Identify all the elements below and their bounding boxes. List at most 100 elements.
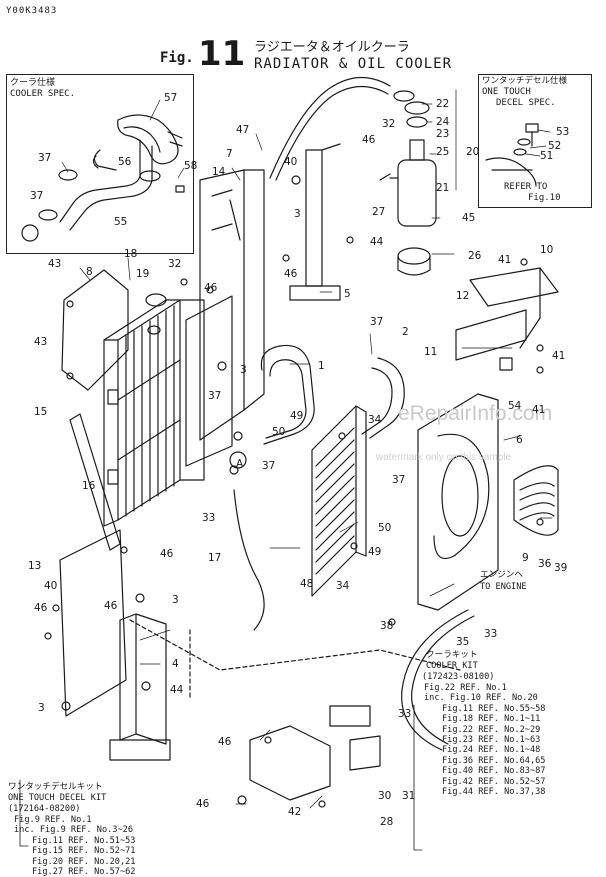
decel-kit-line: Fig.15 REF. No.52~71 — [32, 846, 136, 857]
cooler-kit-line: Fig.36 REF. No.64,65 — [442, 755, 546, 766]
part-callout: 33 — [202, 512, 216, 524]
oil-cooler — [311, 405, 367, 597]
part-callout: 27 — [372, 206, 386, 218]
radiator-stay — [109, 613, 171, 761]
part-callout: 35 — [456, 636, 470, 648]
part-callout: 33 — [398, 708, 412, 720]
part-callout: 53 — [556, 126, 570, 138]
part-callout: 19 — [136, 268, 150, 280]
part-callout: 18 — [124, 248, 138, 260]
part-callout: 49 — [368, 546, 382, 558]
cooler-kit-line: Fig.18 REF. No.1~11 — [442, 714, 541, 725]
part-callout: 42 — [288, 806, 302, 818]
part-callout: 3 — [172, 594, 179, 606]
part-callout: 13 — [28, 560, 42, 572]
part-callout: 37 — [262, 460, 276, 472]
part-callout: 15 — [34, 406, 48, 418]
decel-kit-line: Fig.27 REF. No.57~62 — [32, 867, 136, 877]
part-callout: 43 — [34, 336, 48, 348]
part-callout: 46 — [204, 282, 218, 294]
part-callout: 28 — [380, 816, 394, 828]
part-callout: 57 — [164, 92, 178, 104]
decel-spec-title-en: ONE TOUCH — [482, 87, 531, 97]
part-callout: 32 — [168, 258, 182, 270]
cooler-kit-line: Fig.22 REF. No.1 — [424, 683, 507, 693]
lower-hose — [369, 357, 405, 439]
decel-kit-en: ONE TOUCH DECEL KIT — [8, 793, 107, 803]
decel-spec-box — [478, 74, 592, 208]
part-callout: 6 — [516, 434, 523, 446]
part-callout: 25 — [436, 146, 450, 158]
part-callout: 50 — [272, 426, 286, 438]
engine-note-en: TO ENGINE — [480, 582, 527, 592]
part-callout: 37 — [30, 190, 44, 202]
part-callout: 58 — [184, 160, 198, 172]
fan-guard — [513, 465, 559, 536]
part-callout: 46 — [160, 548, 174, 560]
decel-spec-title-ja: ワンタッチデセル仕様 — [482, 76, 568, 86]
part-callout: 33 — [484, 628, 498, 640]
decel-kit-line: Fig.9 REF. No.1 — [14, 815, 92, 825]
part-callout: 44 — [170, 684, 184, 696]
part-callout: 39 — [554, 562, 568, 574]
title-english: RADIATOR & OIL COOLER — [254, 56, 453, 72]
bottom-bracket — [249, 705, 381, 801]
cooler-spec-title-ja: クーラ仕様 — [10, 78, 56, 88]
radiator-core — [103, 293, 205, 527]
decel-kit-code: (172164-08200) — [8, 804, 81, 814]
cooler-kit-code: (172423-08100) — [422, 672, 495, 682]
decel-spec-parts — [485, 123, 539, 187]
part-callout: 37 — [392, 474, 406, 486]
leader-lines — [61, 89, 553, 809]
decel-spec-title-en2: DECEL SPEC. — [496, 98, 556, 108]
decel-kit-line: Fig.11 REF. No.51~53 — [32, 835, 136, 846]
part-callout: 8 — [86, 266, 93, 278]
part-callout: 40 — [284, 156, 298, 168]
part-callout: 32 — [382, 118, 396, 130]
figure-number: 11 — [198, 34, 246, 74]
part-callout: 47 — [236, 124, 250, 136]
overflow-hose — [269, 76, 391, 179]
part-callout: 54 — [508, 400, 522, 412]
tank-bracket — [289, 143, 341, 301]
cooler-kit-line: Fig.42 REF. No.52~57 — [442, 776, 546, 787]
cooler-kit-en: COOLER KIT — [426, 661, 478, 671]
chassis-outline — [129, 619, 461, 701]
cooler-kit-line: Fig.22 REF. No.2~29 — [442, 724, 541, 735]
part-callout: 24 — [436, 116, 450, 128]
part-callout: 37 — [370, 316, 384, 328]
part-callout: 3 — [38, 702, 45, 714]
part-callout: 34 — [336, 580, 350, 592]
cooler-kit-line: Fig.23 REF. No.1~63 — [442, 735, 541, 746]
part-callout: 46 — [284, 268, 298, 280]
part-callout: 14 — [212, 166, 226, 178]
part-callout: 43 — [48, 258, 62, 270]
drain-hose — [233, 489, 265, 631]
decel-kit-line: inc. Fig.9 REF. No.3~26 — [14, 825, 133, 836]
engine-note-ja: エンジンへ — [480, 570, 523, 580]
part-callout: 17 — [208, 552, 222, 564]
fasteners — [44, 175, 544, 808]
part-callout: 44 — [370, 236, 384, 248]
cooler-kit-line: Fig.44 REF. No.37,38 — [442, 787, 546, 798]
cooler-kit-line: Fig.11 REF. No.55~58 — [442, 703, 546, 714]
cooler-kit-line: inc. Fig.10 REF. No.20 — [424, 693, 538, 704]
part-callout: 46 — [34, 602, 48, 614]
part-callout: 41 — [552, 350, 566, 362]
part-callout: 45 — [462, 212, 476, 224]
figure-prefix: Fig. — [160, 50, 194, 66]
part-callout: 46 — [104, 600, 118, 612]
part-callout: 31 — [402, 790, 416, 802]
part-callout: 12 — [456, 290, 470, 302]
side-plates — [59, 269, 129, 717]
part-callout: 56 — [118, 156, 132, 168]
cooler-hose-assembly — [21, 114, 185, 242]
part-callout: 20 — [466, 146, 480, 158]
part-callout: 3 — [240, 364, 247, 376]
part-callout: 26 — [468, 250, 482, 262]
part-callout: 41 — [532, 404, 546, 416]
cooler-pipe — [401, 609, 469, 751]
part-callout: 46 — [196, 798, 210, 810]
